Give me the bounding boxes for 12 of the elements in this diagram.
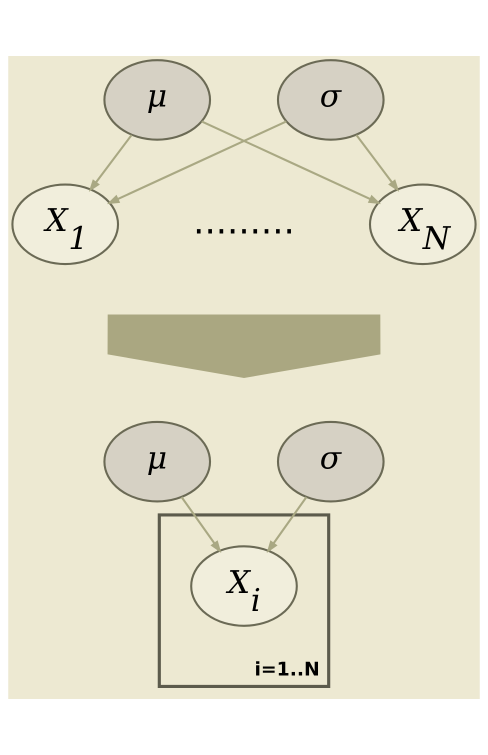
arrow [180, 496, 222, 554]
node-ellipse: σ [276, 59, 385, 141]
node-ellipse: μ [103, 420, 212, 502]
node-ellipse: σ [276, 420, 385, 502]
arrow [88, 134, 132, 192]
node-ellipse: μ [103, 59, 212, 141]
arrow [106, 120, 287, 204]
label: ......... [193, 201, 295, 242]
arrow [201, 120, 382, 204]
node-arrow [108, 314, 380, 378]
arrow [266, 496, 308, 554]
arrow [356, 134, 400, 192]
